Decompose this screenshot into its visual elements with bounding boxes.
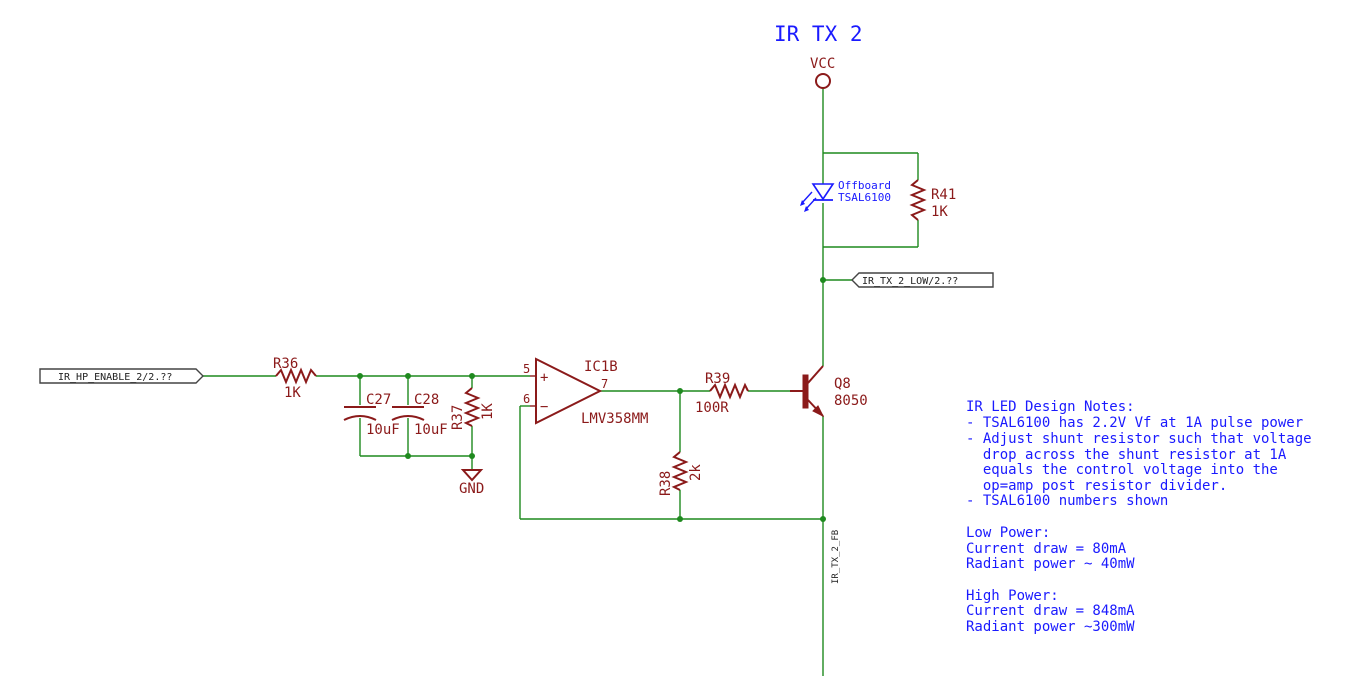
r39-ref: R39 (705, 371, 730, 387)
net-fb-label: IR_TX_2_FB (831, 530, 841, 584)
q8-ref: Q8 (834, 376, 851, 392)
note-line: drop across the shunt resistor at 1A (966, 447, 1287, 463)
ic1b-value: LMV358MM (581, 411, 648, 427)
junctions (357, 277, 826, 522)
ground-symbol: GND (459, 469, 484, 497)
design-notes: IR LED Design Notes: - TSAL6100 has 2.2V… (966, 399, 1312, 635)
net-low-label: IR_TX_2_LOW/2.?? (862, 276, 958, 287)
ic1b-ref: IC1B (584, 359, 618, 375)
ir-led: Offboard TSAL6100 (800, 179, 891, 212)
r41-ref: R41 (931, 187, 956, 203)
note-line: - Adjust shunt resistor such that voltag… (966, 431, 1312, 447)
note-line: - TSAL6100 numbers shown (966, 493, 1168, 509)
resistor-r41: R41 1K (909, 179, 956, 221)
schematic-title: IR TX 2 (774, 22, 863, 46)
r39-value: 100R (695, 400, 729, 416)
c27-value: 10uF (366, 422, 400, 438)
note-line: - TSAL6100 has 2.2V Vf at 1A pulse power (966, 415, 1303, 431)
resistor-r37: R37 1K (450, 387, 496, 430)
opamp-plus-sign: + (540, 370, 548, 386)
note-line: Radiant power ~300mW (966, 619, 1135, 635)
q8-value: 8050 (834, 393, 868, 409)
note-line: IR LED Design Notes: (966, 399, 1135, 415)
r37-value: 1K (480, 403, 496, 420)
c28-ref: C28 (414, 392, 439, 408)
vcc-label: VCC (810, 56, 835, 72)
r37-ref: R37 (450, 405, 466, 430)
led-label-offboard: Offboard (838, 179, 891, 192)
net-flag-low: IR_TX_2_LOW/2.?? (851, 272, 994, 288)
c27-ref: C27 (366, 392, 391, 408)
note-line: Current draw = 848mA (966, 603, 1135, 619)
vcc-symbol: VCC (810, 56, 835, 89)
note-line: Radiant power ~ 40mW (966, 556, 1135, 572)
r38-ref: R38 (658, 471, 674, 496)
note-line: High Power: (966, 588, 1059, 604)
note-line: Current draw = 80mA (966, 541, 1127, 557)
opamp-minus-sign: − (540, 399, 548, 415)
capacitor-c28: C28 10uF (391, 392, 448, 438)
led-label-part: TSAL6100 (838, 191, 891, 204)
capacitor-c27: C27 10uF (343, 392, 400, 438)
net-enable-label: IR_HP_ENABLE_2/2.?? (58, 372, 172, 383)
r36-value: 1K (284, 385, 301, 401)
note-line: op=amp post resistor divider. (966, 478, 1227, 494)
wires (202, 88, 919, 676)
opamp-ic1b: + − 5 6 7 IC1B LMV358MM (523, 357, 648, 427)
resistor-r38: R38 2k (658, 451, 704, 496)
note-line: equals the control voltage into the (966, 462, 1278, 478)
resistor-r39: R39 100R (695, 371, 749, 416)
c28-value: 10uF (414, 422, 448, 438)
resistor-r36: R36 1K (273, 356, 317, 401)
transistor-q8: Q8 8050 (790, 365, 868, 418)
r38-value: 2k (688, 464, 704, 481)
r41-value: 1K (931, 204, 948, 220)
note-line: Low Power: (966, 525, 1050, 541)
net-flag-enable: IR_HP_ENABLE_2/2.?? (39, 368, 204, 384)
opamp-pin-6: 6 (523, 392, 530, 406)
r36-ref: R36 (273, 356, 298, 372)
opamp-pin-7: 7 (601, 377, 608, 391)
opamp-pin-5: 5 (523, 362, 530, 376)
gnd-label: GND (459, 481, 484, 497)
